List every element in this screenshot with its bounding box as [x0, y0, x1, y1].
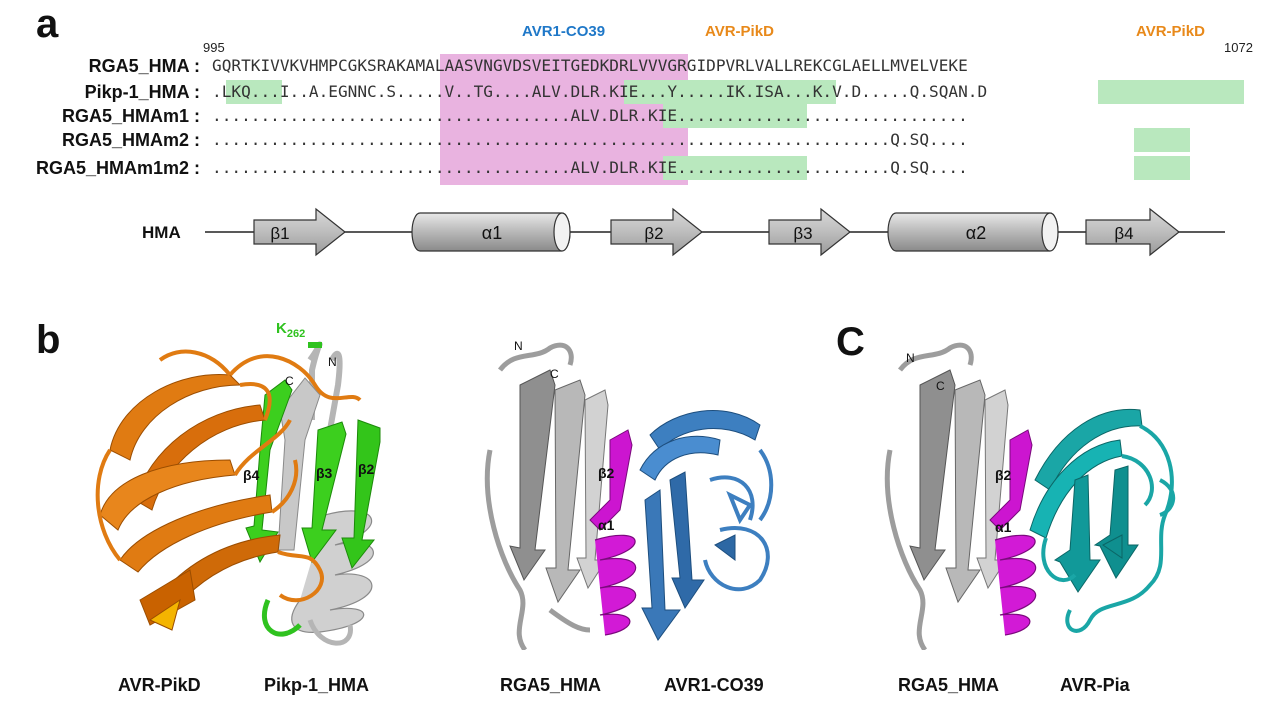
label-b2-mid: β2 — [598, 465, 615, 481]
label-b3-b: β3 — [316, 465, 333, 481]
label-n-terminus-mid: N — [514, 339, 523, 353]
strand-b2-label: β2 — [644, 224, 663, 243]
row-seq-rga5-hmam1m2: .....................................ALV… — [212, 158, 968, 177]
label-c-terminus-mid: C — [550, 367, 559, 381]
highlight-pink-block — [440, 54, 688, 185]
highlight-green-2 — [663, 104, 807, 128]
highlight-green-1b — [624, 80, 836, 104]
rga5-magenta-cartoon-1 — [589, 429, 637, 636]
strand-b4-icon — [1085, 207, 1180, 257]
end-position: 1072 — [1224, 40, 1253, 55]
panel-letter-c: C — [836, 320, 865, 364]
label-k262: K262 — [276, 320, 305, 340]
region-label-avr-pikd-2: AVR-PikD — [1136, 23, 1205, 40]
rga5-hma-cartoon-1 — [484, 342, 609, 650]
row-seq-rga5-hmam2: ........................................… — [212, 130, 968, 149]
label-c-terminus-b: C — [285, 374, 294, 388]
label-a1-c: α1 — [995, 519, 1012, 535]
caption-rga5-hma-right: RGA5_HMA — [898, 675, 1000, 695]
caption-avr1-co39: AVR1-CO39 — [664, 675, 764, 695]
structure-avrpikd-pikp1: K262 C N β4 β3 β2 — [95, 320, 381, 646]
label-b2-b: β2 — [358, 461, 375, 477]
row-label-rga5-hmam2: RGA5_HMAm2 : — [61, 130, 200, 150]
helix-a2-label: α2 — [966, 223, 986, 243]
topology-label: HMA — [142, 223, 181, 242]
rga5-magenta-cartoon-2 — [989, 429, 1037, 636]
strand-b1-icon — [253, 207, 346, 257]
label-a1-mid: α1 — [598, 517, 615, 533]
panel-letter-a: a — [36, 2, 59, 46]
rga5-hma-cartoon-2 — [884, 342, 1009, 650]
avrpikd-cartoon — [95, 349, 362, 631]
structure-rga5-avrpia: N C β2 α1 — [884, 342, 1176, 650]
row-seq-rga5-hma: GQRTKIVVKVHMPCGKSRAKAMALAASVNGVDSVEITGED… — [212, 56, 968, 75]
caption-avr-pia: AVR-Pia — [1060, 675, 1130, 695]
row-label-rga5-hmam1m2: RGA5_HMAm1m2 : — [35, 158, 200, 178]
strand-b4-label: β4 — [1114, 224, 1133, 243]
strand-b3-label: β3 — [793, 224, 812, 243]
label-n-terminus-b: N — [328, 355, 337, 369]
highlight-green-4b — [1134, 156, 1190, 180]
start-position: 995 — [203, 40, 225, 55]
row-seq-pikp-1-hma: .LKQ...I..A.EGNNC.S.....V..TG....ALV.DLR… — [212, 82, 988, 101]
strand-b1-label: β1 — [270, 224, 289, 243]
row-label-rga5-hma: RGA5_HMA : — [88, 56, 200, 76]
label-n-terminus-c: N — [906, 351, 915, 365]
highlight-green-3 — [1134, 128, 1190, 152]
caption-rga5-hma-mid: RGA5_HMA — [500, 675, 602, 695]
highlight-green-1a — [226, 80, 282, 104]
label-b2-c: β2 — [995, 467, 1012, 483]
strand-b3-icon — [768, 207, 851, 257]
structure-rga5-avr1co39: N C β2 α1 — [484, 339, 774, 650]
avrpia-cartoon — [1029, 408, 1176, 633]
caption-pikp-1-hma: Pikp-1_HMA — [264, 675, 370, 695]
panel-letter-b: b — [36, 318, 61, 362]
topology-diagram: HMA β1 α1 β2 β3 α2 β4 — [142, 207, 1225, 257]
region-label-avr1-co39: AVR1-CO39 — [522, 23, 606, 40]
helix-a1-cap — [553, 212, 571, 252]
row-label-pikp-1-hma: Pikp-1_HMA : — [84, 82, 200, 102]
highlight-green-1c — [1098, 80, 1244, 104]
caption-avr-pikd: AVR-PikD — [118, 675, 201, 695]
row-seq-rga5-hmam1: .....................................ALV… — [212, 106, 968, 125]
helix-a2-cap — [1041, 212, 1059, 252]
strand-b2-icon — [610, 207, 703, 257]
helix-a1-label: α1 — [482, 223, 502, 243]
highlight-green-4a — [663, 156, 807, 180]
region-label-avr-pikd-1: AVR-PikD — [705, 23, 774, 40]
pikp1-hma-cartoon — [277, 341, 374, 646]
label-c-terminus-c: C — [936, 379, 945, 393]
avr1co39-cartoon — [639, 410, 774, 641]
row-label-rga5-hmam1: RGA5_HMAm1 : — [61, 106, 200, 126]
label-b4-b: β4 — [243, 467, 260, 483]
